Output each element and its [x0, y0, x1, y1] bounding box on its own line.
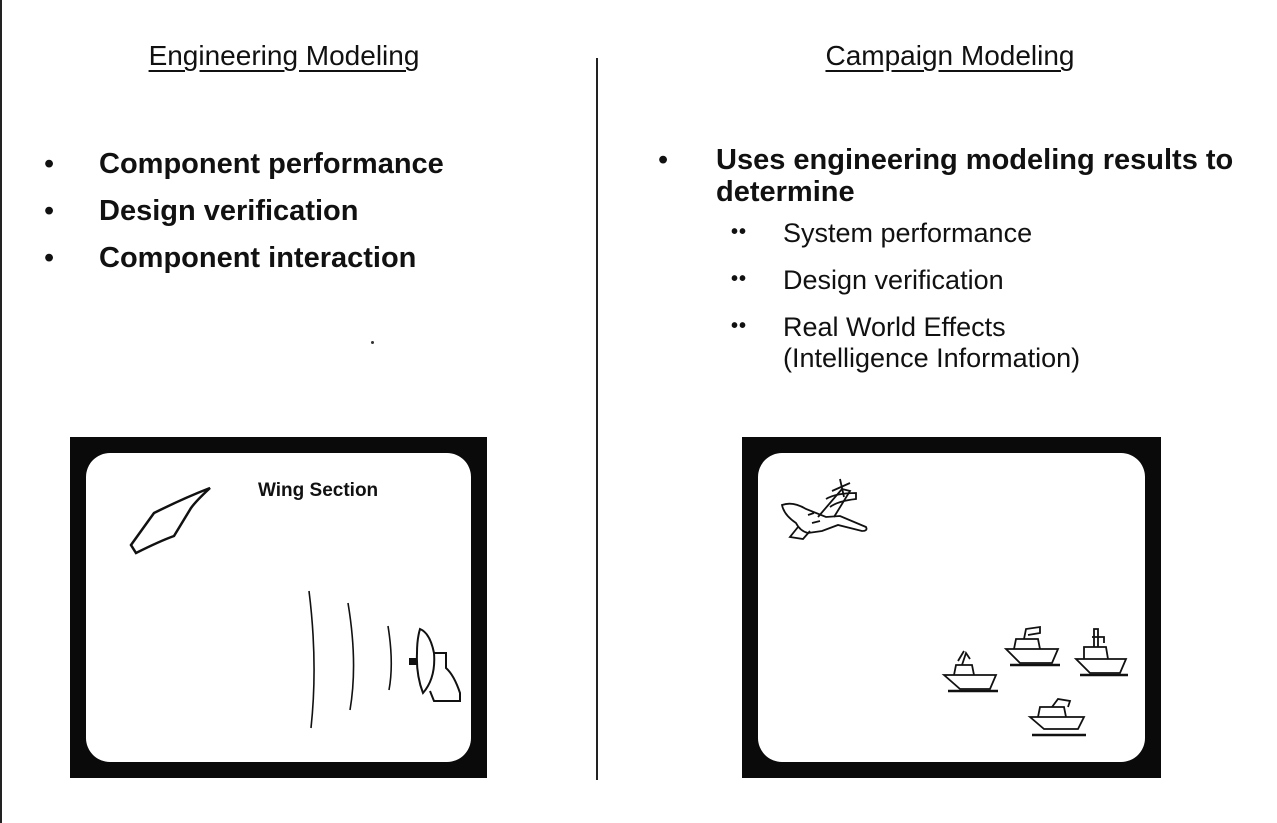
intelligence-information-text: (Intelligence Information) — [783, 343, 1081, 373]
bullet-component-interaction: Component interaction — [44, 235, 444, 282]
radar-wave-icon — [387, 625, 393, 691]
stray-dot — [371, 341, 374, 344]
aircraft-icon — [780, 478, 868, 540]
campaign-screen — [742, 437, 1161, 778]
engineering-screen-display: Wing Section — [86, 453, 471, 762]
engineering-modeling-heading: Engineering Modeling — [148, 40, 420, 71]
sub-bullet-design-verification: Design verification — [731, 264, 1277, 296]
campaign-bullet-list: Uses engineering modeling results to det… — [658, 144, 1277, 390]
column-divider — [596, 58, 598, 780]
radar-wave-icon — [347, 602, 355, 711]
campaign-illustration — [780, 478, 1128, 737]
campaign-modeling-heading: Campaign Modeling — [825, 40, 1075, 71]
main-bullet-text: Uses engineering modeling results to det… — [716, 144, 1234, 208]
bullet-design-verification: Design verification — [44, 188, 444, 235]
ship-icon — [941, 650, 998, 693]
campaign-screen-display — [758, 453, 1145, 762]
engineering-bullet-list: Component performance Design verificatio… — [44, 141, 444, 282]
bullet-component-performance: Component performance — [44, 141, 444, 188]
wing-section-icon — [129, 486, 211, 555]
radar-dish-icon — [409, 627, 461, 702]
radar-wave-icon — [308, 590, 315, 729]
bullet-uses-engineering-results: Uses engineering modeling results to det… — [658, 144, 1277, 374]
sub-bullet-real-world-effects: Real World Effects (Intelligence Informa… — [731, 311, 1277, 374]
engineering-illustration — [129, 486, 461, 729]
sub-bullet-system-performance: System performance — [731, 217, 1277, 249]
ship-icon — [1073, 628, 1128, 677]
wing-section-label: Wing Section — [258, 480, 379, 501]
engineering-screen: Wing Section — [70, 437, 487, 778]
ship-icon — [1027, 698, 1086, 737]
real-world-effects-text: Real World Effects — [783, 312, 1006, 342]
campaign-sub-bullet-list: System performance Design verification R… — [716, 217, 1277, 374]
ship-icon — [1003, 625, 1060, 667]
